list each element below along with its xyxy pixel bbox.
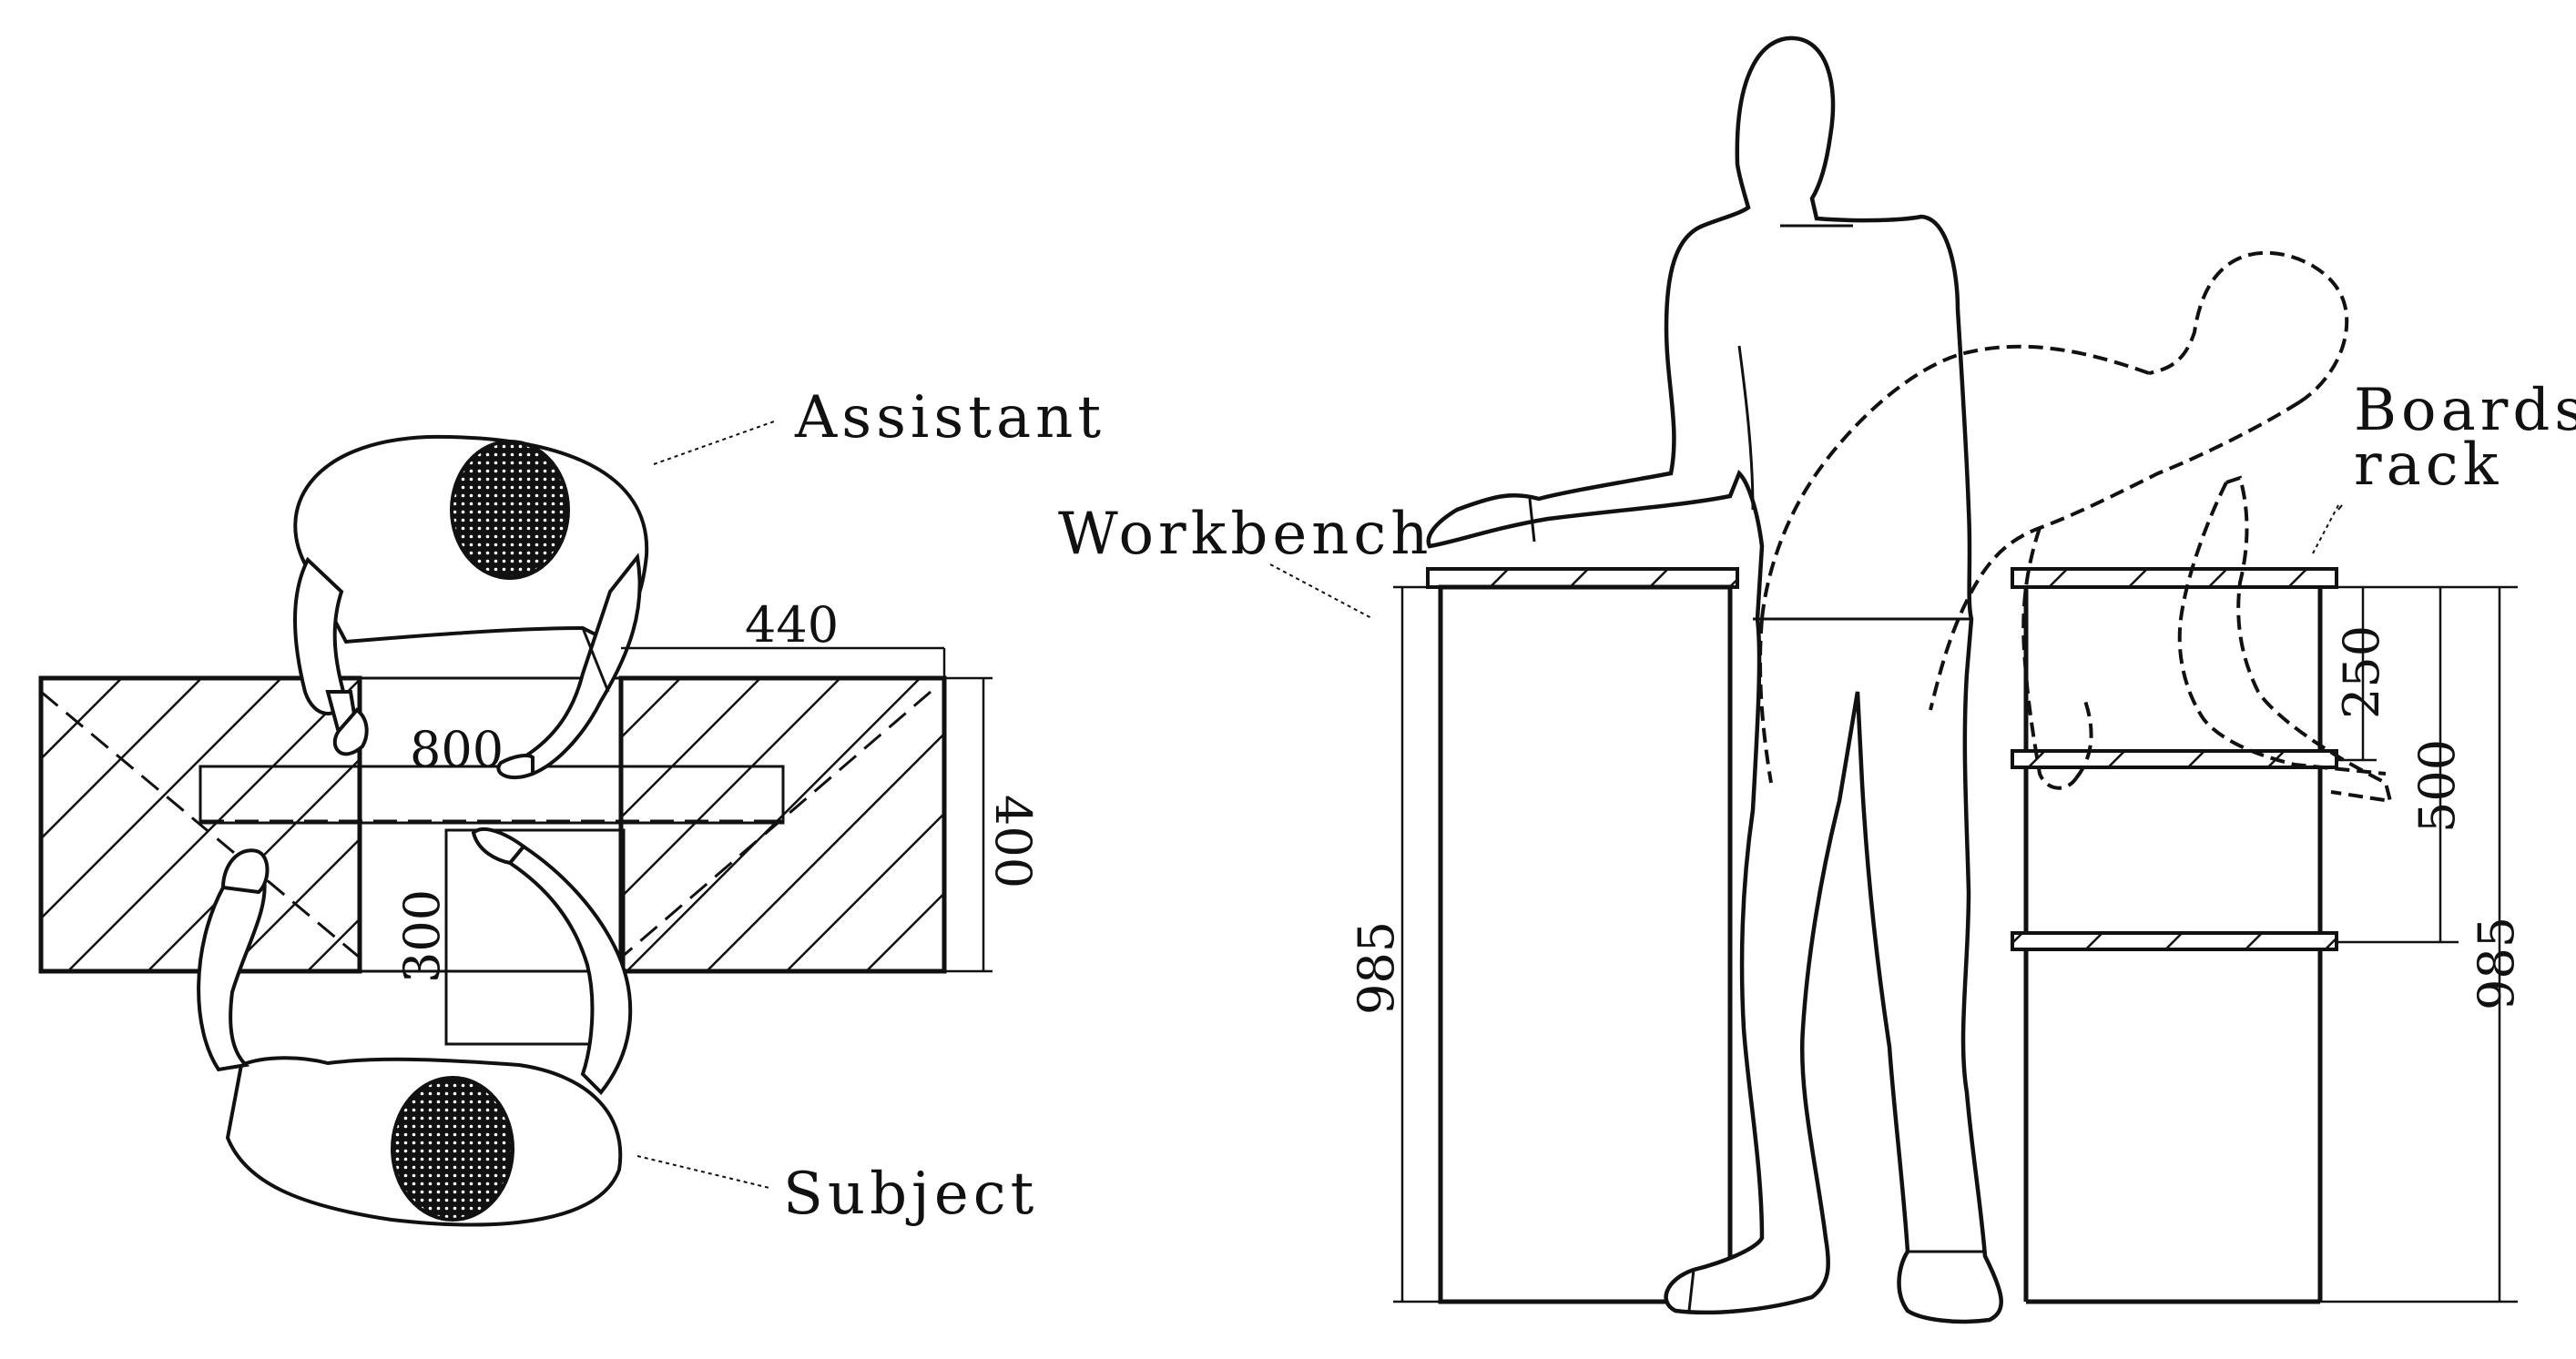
assistant-leader [653,421,775,465]
dim-800: 800 [410,721,504,778]
reach-area [199,765,785,1046]
subject-leader [636,1155,770,1189]
standing-person [1426,35,2003,1324]
dim-300: 300 [393,889,451,983]
workbench [1426,567,1739,1304]
label-workbench: Workbench [1058,501,1432,568]
dim-250: 250 [2333,625,2390,719]
dim-400: 400 [984,795,1042,888]
subject-figure [197,827,633,1227]
label-boards-line1: Boards [2354,377,2576,444]
top-view [38,421,993,1227]
rack-shelf-upper [2011,749,2338,769]
assistant-figure [293,434,649,779]
label-boards-line2: rack [2354,431,2502,499]
leaning-person-dashed [1758,250,2393,804]
dim-985-rack: 985 [2468,917,2525,1010]
boards-rack [2011,567,2338,1304]
workbench-leader [1269,563,1374,620]
dim-985-workbench: 985 [1348,921,1405,1015]
table-left-hatched [38,675,362,974]
side-view [1269,35,2518,1324]
dim-500: 500 [2408,739,2466,833]
label-assistant: Assistant [794,384,1105,451]
label-subject: Subject [783,1161,1038,1228]
rack-shelf-lower [2011,931,2338,951]
table-right-hatched [618,675,947,974]
dim-440: 440 [745,596,839,654]
rack-leader [2312,504,2339,554]
